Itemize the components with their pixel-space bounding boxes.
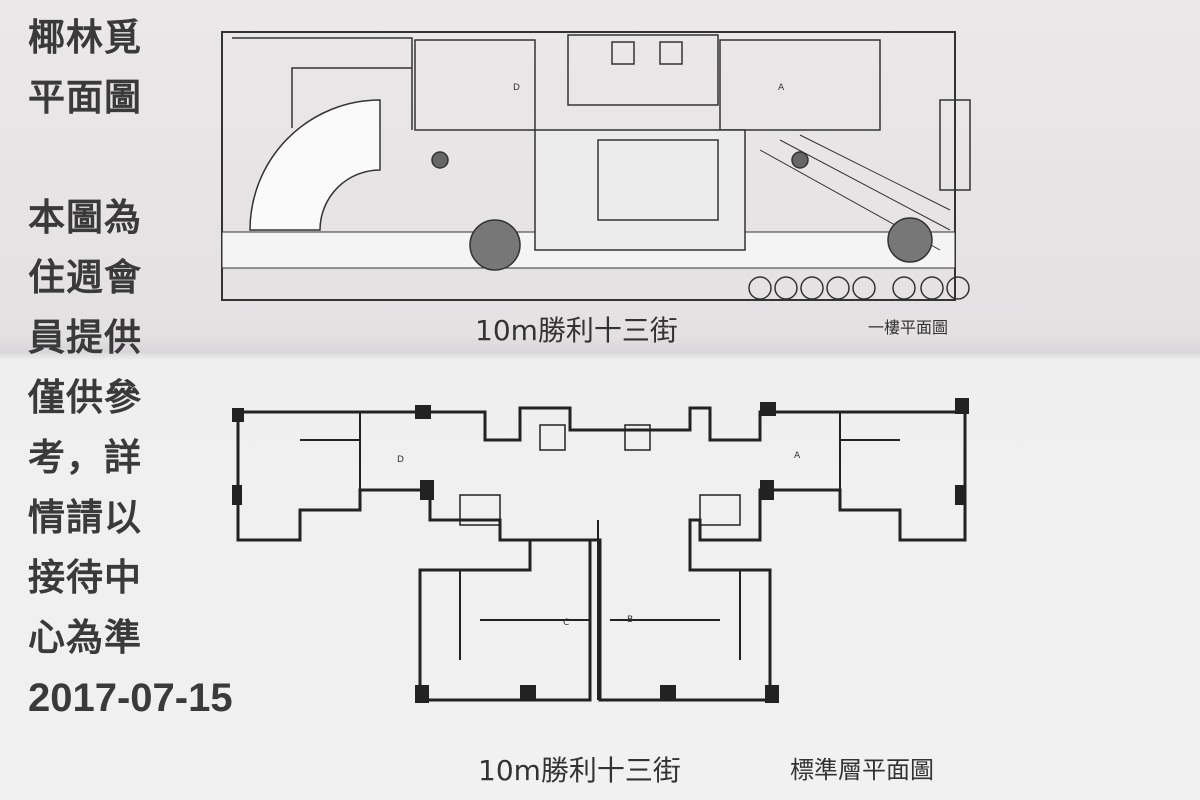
unit-label: B <box>627 615 633 625</box>
unit-label: A <box>794 451 801 461</box>
note-line: 住週會 <box>28 256 142 299</box>
standard-floor-plan <box>232 398 969 703</box>
sidebar-caption: 椰林覓 平面圖 本圖為 住週會 員提供 僅供參 考，詳 情請以 接待中 心為準 … <box>28 8 233 728</box>
street-label: 10m勝利十三街 <box>478 754 681 787</box>
unit-label: A <box>778 83 785 93</box>
note-line: 接待中 <box>28 556 142 599</box>
note-line: 心為準 <box>28 616 142 659</box>
note-line: 僅供參 <box>28 376 142 419</box>
note-line: 員提供 <box>28 316 142 359</box>
unit-label: D <box>513 83 520 93</box>
unit-label: C <box>563 618 569 628</box>
date-text: 2017-07-15 <box>28 676 233 720</box>
title-line: 椰林覓 <box>28 16 142 59</box>
unit-label: D <box>397 455 404 465</box>
plan-title: 一樓平面圖 <box>868 318 948 337</box>
note-line: 情請以 <box>28 496 142 539</box>
plan-title: 標準層平面圖 <box>790 756 934 784</box>
street-label: 10m勝利十三街 <box>475 314 678 347</box>
title-line: 平面圖 <box>28 76 142 119</box>
note-line: 考，詳 <box>28 436 142 479</box>
note-line: 本圖為 <box>28 196 142 239</box>
ground-floor-plan <box>221 31 971 301</box>
